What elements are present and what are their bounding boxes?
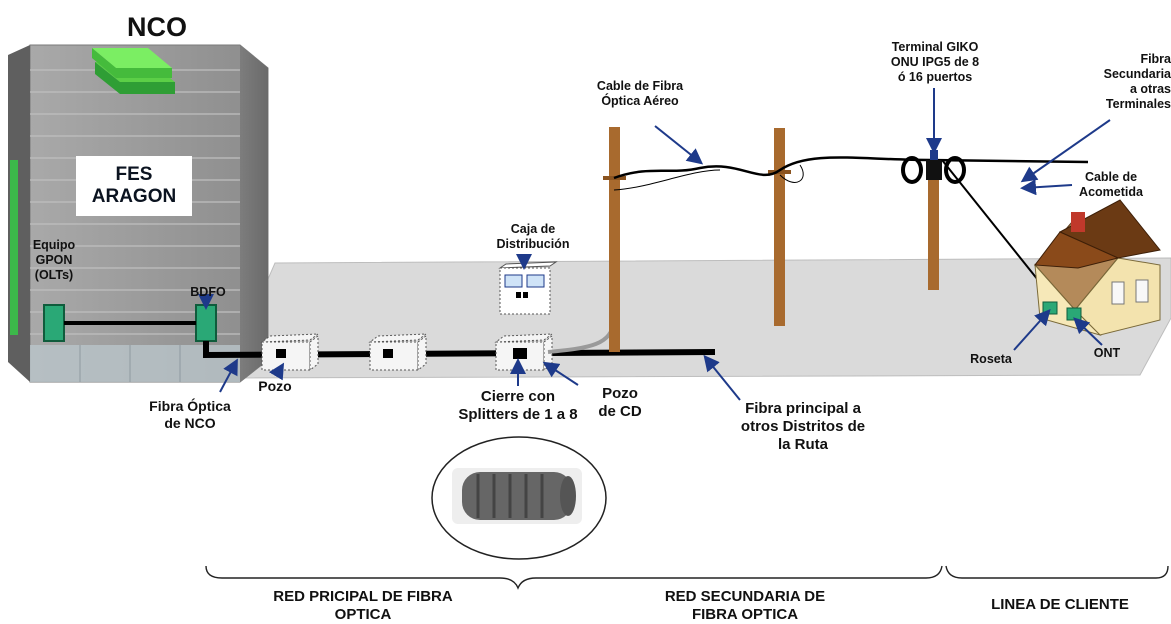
fes-aragon-label: FES ARAGON (91, 164, 177, 207)
arrow-fibra-principal (703, 354, 741, 401)
pozo-cd-label: Pozo de CD (598, 385, 642, 420)
bdfo-label: BDFO (190, 285, 226, 299)
aerial-fiber-cable (613, 156, 1089, 180)
pozo-label: Pozo (258, 378, 292, 394)
nco-building (8, 44, 269, 383)
terminal-giko-label: Terminal GIKO ONU IPG5 de 8 ó 16 puertos (890, 40, 980, 84)
caja-distribucion-label: Caja de Distribución (496, 222, 570, 251)
cierre-splitters-label: Cierre con Splitters de 1 a 8 (458, 388, 578, 423)
nco-title: NCO (127, 12, 187, 42)
utility-pole-3 (928, 160, 939, 290)
ground-plane (224, 257, 1171, 379)
arrow-cable-aereo (654, 125, 704, 165)
section-red-principal: RED PRICIPAL DE FIBRA OPTICA (273, 588, 453, 623)
section-braces (205, 565, 1169, 590)
arrow-pozo-cd (542, 361, 579, 386)
fiber-slack-coils (901, 156, 966, 184)
arrow-acometida (1020, 179, 1073, 196)
cable-aereo-label: Cable de Fibra Óptica Aéreo (596, 79, 684, 108)
utility-pole-2 (768, 128, 791, 326)
fibra-optica-nco-label: Fibra Óptica de NCO (149, 398, 231, 431)
giko-terminal (926, 160, 942, 180)
roseta-label: Roseta (970, 352, 1012, 366)
arrow-pozo (268, 362, 285, 381)
cable-acometida-label: Cable de Acometida (1079, 170, 1143, 199)
section-red-secundaria: RED SECUNDARIA DE FIBRA OPTICA (664, 588, 826, 623)
ont-label: ONT (1093, 346, 1121, 360)
arrow-roseta (1013, 309, 1051, 351)
arrow-fibra-secundaria (1020, 119, 1111, 183)
splitter-closure-photo (431, 436, 607, 560)
arrow-fibra-nco (219, 358, 238, 393)
pozo-box-2 (368, 333, 428, 371)
fibra-principal-label: Fibra principal a otros Distritos de la … (740, 400, 866, 453)
fibra-secundaria-label: Fibra Secundaria a otras Terminales (1103, 52, 1171, 111)
equipo-gpon-label: Equipo GPON (OLTs) (32, 238, 76, 282)
pozo-box-1 (260, 333, 320, 371)
section-linea-cliente: LINEA DE CLIENTE (991, 596, 1129, 613)
distribution-cabinet (498, 261, 558, 315)
arrow-ont (1073, 317, 1103, 346)
customer-house (1034, 199, 1161, 337)
